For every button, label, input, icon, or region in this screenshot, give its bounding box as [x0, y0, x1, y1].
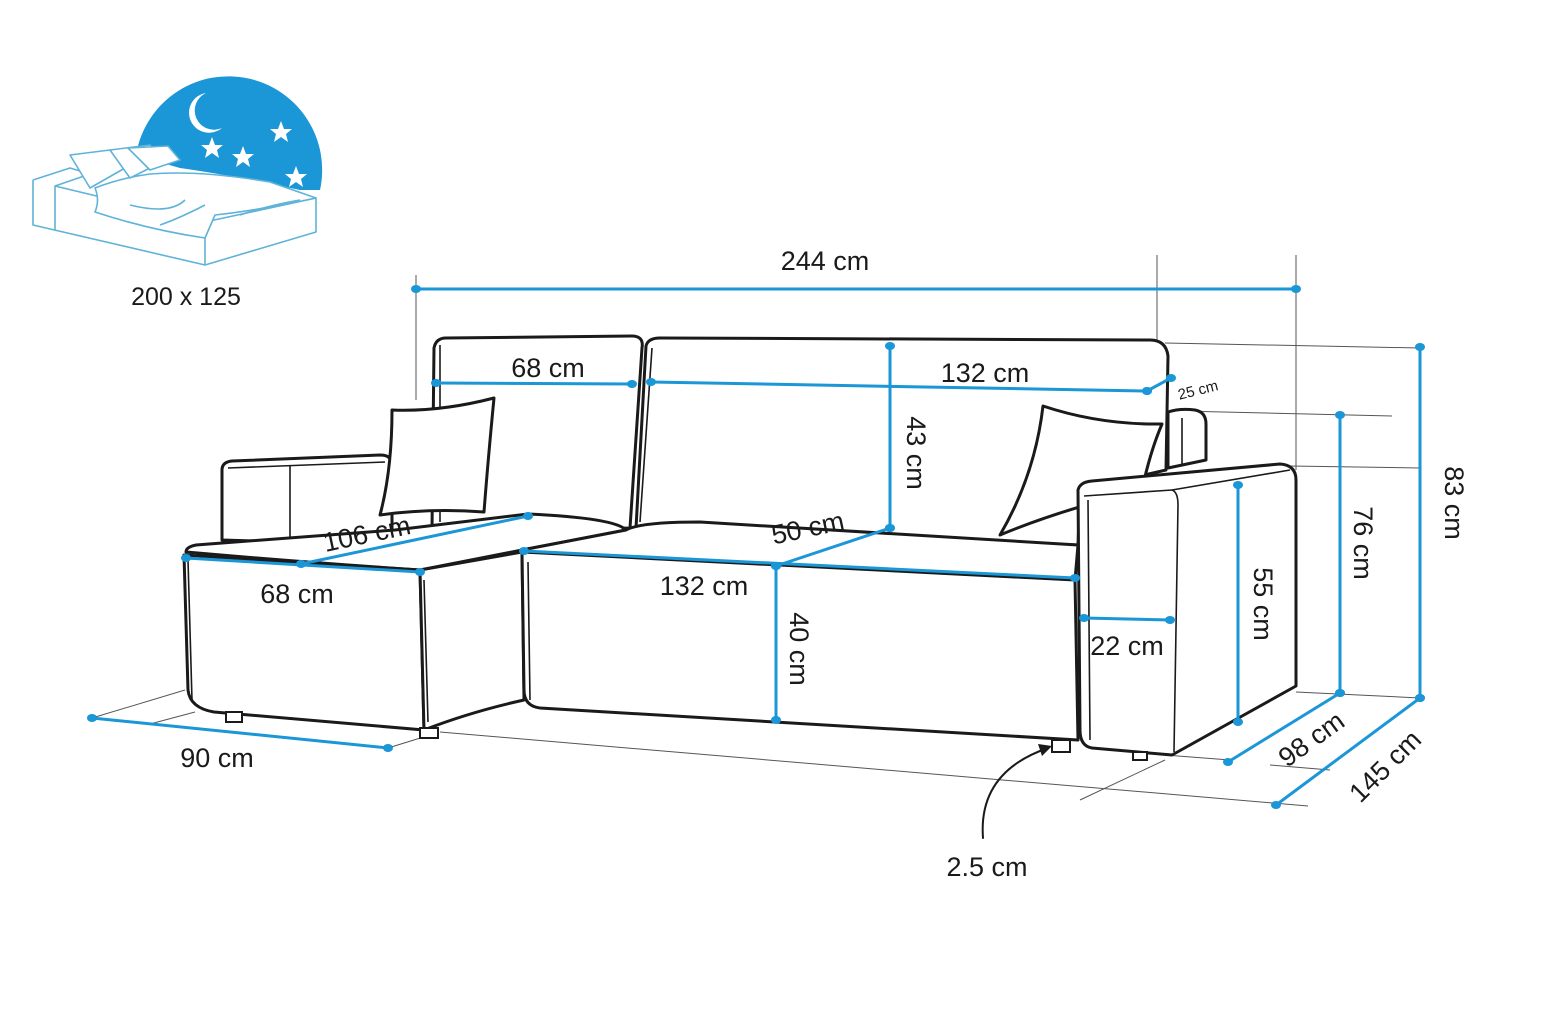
dim-chaise-front-width-endpoint — [415, 568, 425, 576]
bed-icon-group — [32, 76, 323, 266]
dim-seat-height-endpoint — [771, 716, 781, 724]
dim-chaise-width — [91, 716, 389, 750]
dim-armrest-width — [1083, 616, 1171, 622]
sofa-leg — [1051, 739, 1071, 753]
label-total-height: 83 cm — [1439, 466, 1469, 540]
bed-icon — [32, 144, 317, 266]
label-main-back-width: 132 cm — [941, 358, 1030, 388]
star-icon — [232, 146, 254, 167]
dim-total-width-endpoint — [411, 285, 421, 293]
label-seat-depth: 98 cm — [1273, 705, 1350, 772]
star-icon — [201, 137, 223, 158]
star-icon — [270, 121, 292, 142]
dim-chaise-seat-depth — [300, 514, 529, 566]
dim-armrest-width-endpoint — [1165, 616, 1175, 624]
dim-chaise-back-width-endpoint — [627, 380, 637, 388]
dim-seat-depth — [1227, 691, 1341, 764]
dim-main-seat-depth — [775, 526, 891, 568]
label-armrest-width: 22 cm — [1090, 631, 1164, 661]
label-chaise-front-width: 68 cm — [260, 579, 334, 609]
dim-chaise-back-width — [435, 381, 633, 386]
right-armrest — [1076, 462, 1298, 757]
main-front — [520, 550, 1080, 742]
dim-armrest-height-endpoint — [1233, 718, 1243, 726]
leg-pointer-arrow — [981, 747, 1049, 839]
dim-back-height-endpoint — [885, 342, 895, 350]
label-seat-height: 40 cm — [784, 612, 814, 686]
label-total-width: 244 cm — [781, 246, 870, 276]
label-main-front-width: 132 cm — [660, 571, 749, 601]
dim-seat-depth-endpoint — [1335, 689, 1345, 697]
dim-total-height-endpoint — [1415, 343, 1425, 351]
sofa-leg — [225, 711, 243, 723]
dim-arm-height-endpoint — [1335, 411, 1345, 419]
dim-main-back-width — [650, 380, 1148, 393]
label-back-depth: 25 cm — [1176, 377, 1220, 403]
dim-total-width-endpoint — [1291, 285, 1301, 293]
dim-chaise-width-endpoint — [87, 714, 97, 722]
chaise-side — [418, 550, 526, 732]
dim-main-front-width-endpoint — [519, 547, 529, 555]
dim-back-depth-endpoint — [1142, 387, 1152, 395]
dim-chaise-width-endpoint — [383, 744, 393, 752]
left-pillow — [378, 396, 496, 517]
right-armrest-back — [1166, 407, 1208, 470]
dim-total-depth-endpoint — [1415, 694, 1425, 702]
sofa-leg — [419, 727, 439, 739]
label-leg-height: 2.5 cm — [946, 852, 1027, 882]
dim-chaise-seat-depth-endpoint — [523, 512, 533, 520]
dim-armrest-width-endpoint — [1079, 614, 1089, 622]
dim-seat-height-endpoint — [771, 562, 781, 570]
dim-total-depth — [1275, 696, 1421, 807]
label-chaise-width: 90 cm — [180, 743, 254, 773]
dim-back-depth-endpoint — [1166, 374, 1176, 382]
moon-icon — [189, 93, 222, 133]
dim-main-front-width-endpoint — [1070, 574, 1080, 582]
dimension-lines — [87, 285, 1425, 809]
label-arm-height: 76 cm — [1348, 506, 1378, 580]
dim-main-seat-depth-endpoint — [885, 524, 895, 532]
dim-main-front-width — [523, 549, 1076, 580]
dim-chaise-front-width — [185, 556, 421, 574]
sofa-leg — [1132, 751, 1148, 761]
dim-total-depth-endpoint — [1271, 801, 1281, 809]
dim-seat-depth-endpoint — [1223, 758, 1233, 766]
guide-lines — [91, 255, 1421, 807]
label-chaise-back-width: 68 cm — [511, 353, 585, 383]
dim-main-back-width-endpoint — [646, 378, 656, 386]
dim-chaise-back-width-endpoint — [431, 379, 441, 387]
dim-chaise-front-width-endpoint — [181, 554, 191, 562]
chaise-front — [182, 553, 426, 732]
dim-armrest-height-endpoint — [1233, 481, 1243, 489]
bed-size-label: 200 x 125 — [131, 283, 241, 311]
label-armrest-height: 55 cm — [1248, 567, 1278, 641]
star-icon — [285, 166, 307, 187]
label-total-depth: 145 cm — [1343, 724, 1427, 808]
label-back-height: 43 cm — [901, 416, 931, 490]
arrowhead-icon — [1038, 744, 1052, 756]
night-sky-circle — [137, 76, 323, 190]
